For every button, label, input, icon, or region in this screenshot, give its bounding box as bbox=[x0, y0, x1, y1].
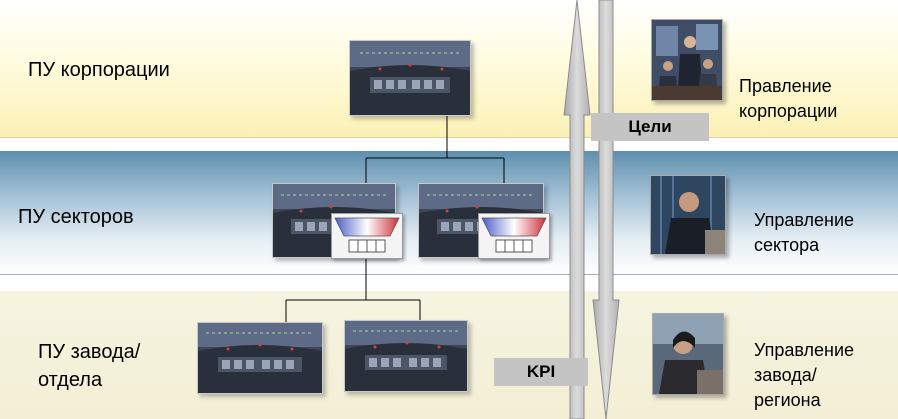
kpi-label-box: KPI bbox=[494, 358, 588, 386]
sector-role-line2: сектора bbox=[754, 235, 820, 255]
plant-level-label-line2: отдела bbox=[38, 369, 103, 391]
plant-level-label-line1: ПУ завода/ bbox=[38, 341, 141, 363]
sector-role-line1: Управление bbox=[754, 210, 855, 230]
sector-gauge-panel-1 bbox=[331, 213, 403, 259]
corporation-role-line2: корпорации bbox=[739, 101, 838, 121]
sector-level-label: ПУ секторов bbox=[18, 206, 134, 228]
goals-label-box: Цели bbox=[591, 113, 709, 141]
plant-manager-photo bbox=[652, 313, 724, 395]
kpi-up-arrow bbox=[563, 0, 591, 419]
corporation-level-label: ПУ корпорации bbox=[28, 59, 170, 81]
sector-manager-photo bbox=[650, 175, 726, 255]
plant-dashboard-thumbnail-1 bbox=[197, 322, 323, 394]
plant-role-line3: региона bbox=[754, 390, 821, 410]
goals-down-arrow bbox=[592, 0, 620, 419]
plant-role-line2: завода/ bbox=[754, 365, 817, 385]
corporation-dashboard-thumbnail bbox=[349, 40, 471, 116]
corporation-board-photo bbox=[651, 19, 723, 101]
corporation-role-line1: Правление bbox=[739, 76, 832, 96]
sector-gauge-panel-2 bbox=[478, 213, 550, 259]
plant-role-line1: Управление bbox=[754, 340, 855, 360]
plant-dashboard-thumbnail-2 bbox=[344, 320, 468, 392]
